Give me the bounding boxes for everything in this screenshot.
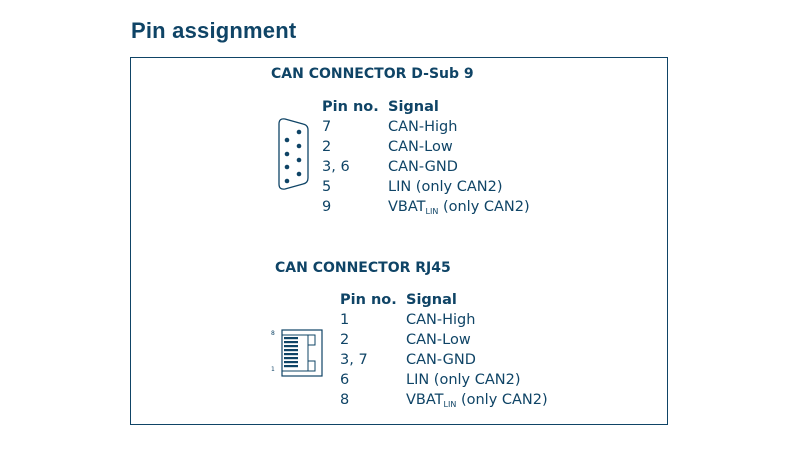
signal-name: VBATLIN (only CAN2) (406, 390, 548, 415)
pin-number: 8 (340, 392, 350, 408)
signal-main: VBAT (388, 199, 426, 215)
signal-name: VBATLIN (only CAN2) (388, 197, 530, 222)
signal-rest: (only CAN2) (438, 199, 530, 215)
table-header-row: Pin no. Signal (322, 97, 530, 117)
rj45-pin-label-top: 8 (271, 330, 275, 337)
signal-name: LIN (only CAN2) (388, 179, 503, 195)
pin-number: 6 (340, 372, 350, 388)
table-row: 1 CAN-High (340, 310, 548, 330)
column-header-signal: Signal (406, 292, 457, 308)
pin-assignment-frame (130, 57, 668, 425)
table-row: 7 CAN-High (322, 117, 530, 137)
column-header-pin: Pin no. (340, 292, 397, 308)
signal-name: CAN-GND (406, 352, 476, 368)
signal-main: VBAT (406, 392, 444, 408)
table-row: 3, 6 CAN-GND (322, 157, 530, 177)
signal-name: CAN-High (388, 119, 458, 135)
table-row: 3, 7 CAN-GND (340, 350, 548, 370)
signal-name: CAN-Low (388, 139, 453, 155)
signal-name: CAN-GND (388, 159, 458, 175)
table-row: 9 VBATLIN (only CAN2) (322, 197, 530, 222)
pin-number: 3, 7 (340, 352, 368, 368)
signal-name: CAN-High (406, 312, 476, 328)
dsub9-pin-table: Pin no. Signal 7 CAN-High 2 CAN-Low 3, 6… (322, 97, 530, 222)
rj45-pin-table: Pin no. Signal 1 CAN-High 2 CAN-Low 3, 7… (340, 290, 548, 415)
signal-subscript: LIN (425, 207, 439, 216)
rj45-connector-icon (281, 329, 323, 377)
dsub9-heading: CAN CONNECTOR D-Sub 9 (271, 66, 474, 82)
table-header-row: Pin no. Signal (340, 290, 548, 310)
signal-subscript: LIN (443, 400, 457, 409)
dsub9-connector-icon (278, 118, 309, 190)
column-header-pin: Pin no. (322, 99, 379, 115)
page-title: Pin assignment (131, 18, 297, 43)
table-row: 2 CAN-Low (340, 330, 548, 350)
pin-number: 5 (322, 179, 332, 195)
pin-number: 1 (340, 312, 350, 328)
table-row: 8 VBATLIN (only CAN2) (340, 390, 548, 415)
rj45-heading: CAN CONNECTOR RJ45 (275, 260, 451, 276)
pin-number: 9 (322, 199, 332, 215)
rj45-pin-label-bottom: 1 (271, 366, 275, 373)
pin-number: 2 (322, 139, 332, 155)
pin-number: 7 (322, 119, 332, 135)
signal-rest: (only CAN2) (456, 392, 548, 408)
table-row: 5 LIN (only CAN2) (322, 177, 530, 197)
signal-name: CAN-Low (406, 332, 471, 348)
table-row: 6 LIN (only CAN2) (340, 370, 548, 390)
signal-name: LIN (only CAN2) (406, 372, 521, 388)
column-header-signal: Signal (388, 99, 439, 115)
pin-number: 2 (340, 332, 350, 348)
table-row: 2 CAN-Low (322, 137, 530, 157)
pin-number: 3, 6 (322, 159, 350, 175)
